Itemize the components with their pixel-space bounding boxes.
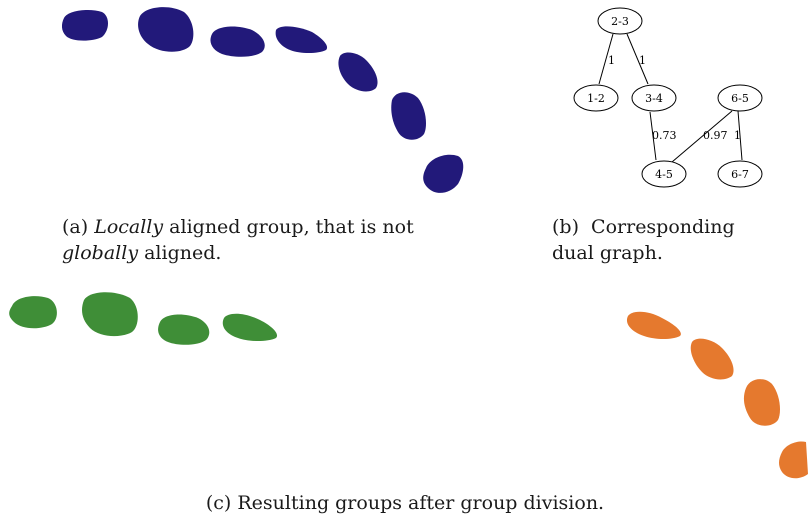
orange-blob-4 <box>779 441 808 479</box>
edge-weight-23-12: 1 <box>608 54 615 67</box>
caption-a-globally: globally <box>62 242 139 264</box>
edge-weight-65-45: 0.97 <box>703 129 728 142</box>
green-blob-3 <box>158 314 210 345</box>
caption-a-end: aligned. <box>144 242 222 264</box>
orange-blob-3 <box>743 379 780 426</box>
caption-a-label: (a) <box>62 216 89 238</box>
blue-blob-3 <box>210 26 265 57</box>
caption-b-line1: Corresponding <box>591 216 735 238</box>
node-6-7 <box>717 160 763 188</box>
node-4-5 <box>641 160 687 188</box>
green-blob-2 <box>82 292 138 337</box>
edge-65-67 <box>737 110 743 161</box>
node-2-3 <box>597 7 643 35</box>
caption-a-locally: Locally <box>94 216 164 238</box>
node-label-6-7: 6-7 <box>731 168 749 181</box>
node-label-6-5: 6-5 <box>731 92 749 105</box>
green-blob-4 <box>222 313 278 341</box>
caption-c-text: (c) Resulting groups after group divisio… <box>205 492 605 514</box>
orange-blob-2 <box>690 338 734 380</box>
caption-a-mid: aligned group, that is not <box>169 216 414 238</box>
edge-weight-34-45: 0.73 <box>652 129 677 142</box>
node-label-1-2: 1-2 <box>587 92 605 105</box>
panel-b-graph: 2-3 1-2 3-4 6-5 4-5 6-7 1 1 0.73 0.97 1 <box>560 0 800 200</box>
panel-c-figure <box>0 270 810 480</box>
caption-b-label: (b) <box>552 216 579 238</box>
caption-a: (a) Locally aligned group, that is not g… <box>62 214 472 266</box>
caption-b-line2: dual graph. <box>552 242 663 264</box>
caption-b: (b) Corresponding dual graph. <box>552 214 782 266</box>
panel-c-blobs <box>9 292 808 479</box>
edge-weight-65-67: 1 <box>734 129 741 142</box>
orange-blob-1 <box>626 311 681 339</box>
dual-graph: 2-3 1-2 3-4 6-5 4-5 6-7 1 1 0.73 0.97 1 <box>573 7 763 188</box>
blue-blob-2 <box>138 7 194 52</box>
blue-blob-6 <box>391 92 426 140</box>
edge-weight-23-34: 1 <box>639 54 646 67</box>
blue-blob-4 <box>275 26 328 53</box>
node-6-5 <box>717 84 763 112</box>
edge-34-45 <box>649 111 657 161</box>
node-3-4 <box>631 84 677 112</box>
green-blob-1 <box>9 296 57 329</box>
panel-a-blobs <box>61 7 464 193</box>
blue-blob-1 <box>61 10 108 41</box>
node-1-2 <box>573 84 619 112</box>
edge-23-12 <box>598 33 614 85</box>
blue-blob-7 <box>423 154 464 193</box>
blue-blob-5 <box>338 52 378 92</box>
node-label-2-3: 2-3 <box>611 15 629 28</box>
edge-23-34 <box>626 33 649 85</box>
node-label-3-4: 3-4 <box>645 92 663 105</box>
node-label-4-5: 4-5 <box>655 168 673 181</box>
edge-65-45 <box>671 110 733 163</box>
panel-a-figure <box>0 0 480 200</box>
caption-c: (c) Resulting groups after group divisio… <box>0 490 810 516</box>
